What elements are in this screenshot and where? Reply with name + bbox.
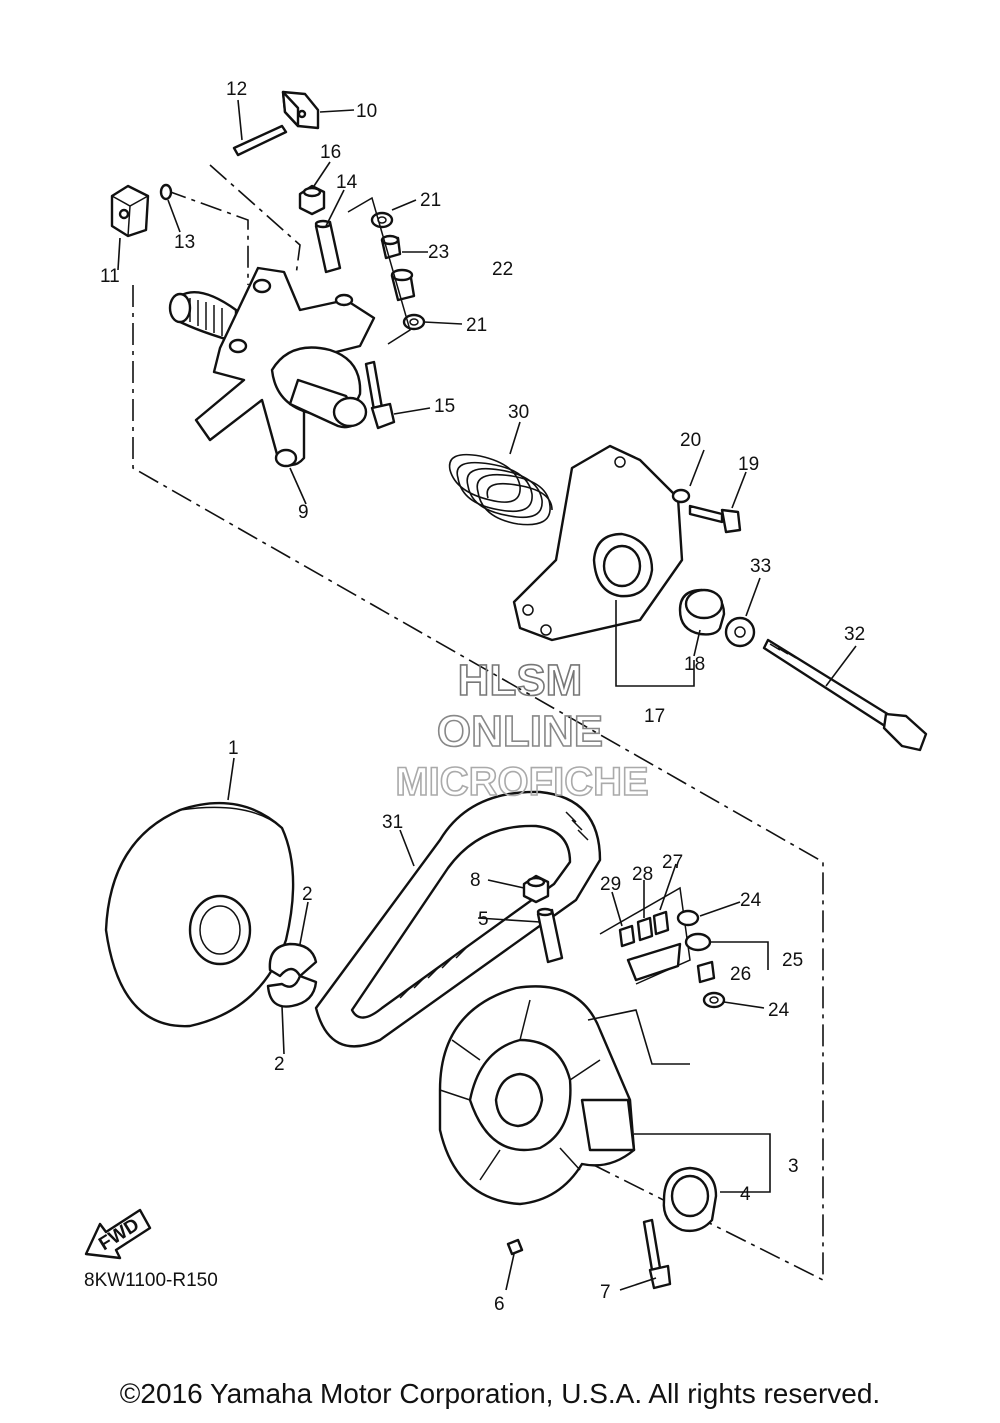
part-19-bolt	[688, 504, 742, 534]
callout-27: 27	[662, 852, 683, 873]
parts-24-29-weights	[599, 886, 726, 1009]
part-6-plug	[506, 1238, 524, 1256]
callout-10: 10	[356, 101, 377, 122]
part-15-bolt	[364, 360, 396, 430]
part-13-oring	[159, 183, 173, 201]
part-33-washer	[724, 616, 756, 648]
part-31-belt	[314, 790, 602, 1048]
callout-32: 32	[844, 624, 865, 645]
part-10-shoe	[281, 90, 320, 130]
callout-1: 1	[228, 738, 239, 759]
callout-23: 23	[428, 242, 449, 263]
callout-12: 12	[226, 79, 247, 100]
part-9-spider	[168, 266, 376, 468]
callout-15: 15	[434, 396, 455, 417]
part-7-bolt	[642, 1218, 672, 1290]
leader-lines	[117, 99, 857, 1291]
callout-21a: 21	[420, 190, 441, 211]
callout-33: 33	[750, 556, 771, 577]
callout-18: 18	[684, 654, 705, 675]
parts-21-23-rollers	[347, 196, 426, 345]
part-20-washer	[671, 488, 691, 504]
watermark-line-3: MICROFICHE	[395, 760, 648, 804]
callout-28: 28	[632, 864, 653, 885]
callout-13: 13	[174, 232, 195, 253]
part-14-bushing	[314, 219, 342, 274]
callout-4: 4	[740, 1184, 751, 1205]
part-16-nut	[298, 184, 326, 216]
part-11-block	[110, 184, 150, 238]
callout-3: 3	[788, 1156, 799, 1177]
part-30-spring	[448, 453, 553, 526]
watermark-line-2: ONLINE	[437, 707, 603, 756]
callout-9: 9	[298, 502, 309, 523]
part-1-sheave	[104, 801, 295, 1028]
callout-25: 25	[782, 950, 803, 971]
callout-21b: 21	[466, 315, 487, 336]
watermark-line-1: HLSM	[458, 656, 583, 705]
part-17-cover	[512, 444, 684, 642]
part-5-bushing	[536, 907, 564, 964]
callout-11: 11	[100, 266, 120, 287]
callout-5: 5	[478, 909, 489, 930]
callout-6: 6	[494, 1294, 505, 1315]
callout-19: 19	[738, 454, 759, 475]
callout-24b: 24	[768, 1000, 790, 1021]
callout-29: 29	[600, 874, 621, 895]
watermark: HLSM ONLINE MICROFICHE	[395, 655, 650, 805]
callout-labels: 12 10 16 14 21 13 23 22 11 21 15 30 20 1…	[100, 79, 865, 1315]
fwd-arrow-icon: FWD	[84, 1208, 152, 1260]
callout-24a: 24	[740, 890, 762, 911]
part-32-bolt	[762, 638, 928, 752]
callout-7: 7	[600, 1282, 611, 1303]
part-3-sheave-assembly	[438, 985, 636, 1206]
part-12-pin	[232, 124, 288, 157]
callout-20: 20	[680, 430, 701, 451]
callout-2b: 2	[274, 1054, 285, 1075]
part-18-bushing	[678, 588, 726, 636]
part-4-seal	[662, 1166, 718, 1233]
callout-22: 22	[492, 259, 513, 280]
callout-31: 31	[382, 812, 403, 833]
callout-30: 30	[508, 402, 529, 423]
callout-8: 8	[470, 870, 481, 891]
part-8-nut	[522, 874, 550, 904]
callout-2a: 2	[302, 884, 313, 905]
callout-17: 17	[644, 706, 665, 727]
callout-16: 16	[320, 142, 341, 163]
diagram-code: 8KW1100-R150	[84, 1270, 218, 1291]
callout-14: 14	[336, 172, 358, 193]
copyright-notice: ©2016 Yamaha Motor Corporation, U.S.A. A…	[119, 1378, 881, 1409]
part-2-bushing	[266, 942, 318, 1008]
callout-26: 26	[730, 964, 751, 985]
